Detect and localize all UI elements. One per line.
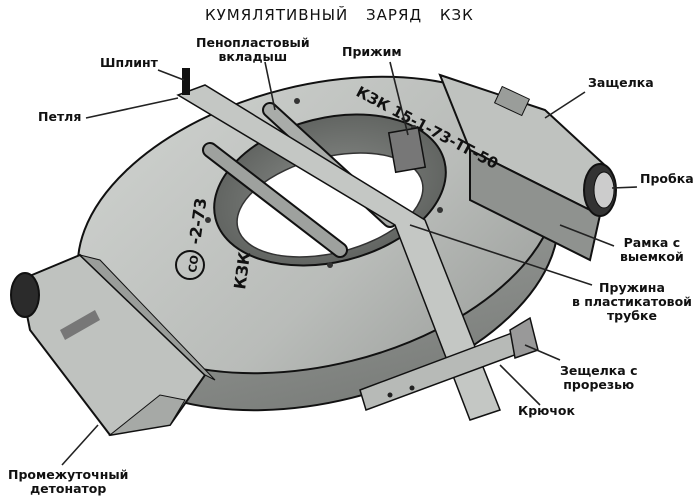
label-ramka: Рамка с выемкой: [620, 236, 684, 264]
label-zashchelka-prorez-line1: Зещелка с: [560, 363, 638, 378]
label-pruzhina-line1: Пружина: [599, 280, 665, 295]
right-box: [438, 73, 617, 262]
marking-ring-left-circle: СО: [186, 254, 201, 273]
label-prizhim: Прижим: [342, 44, 402, 59]
label-ramka-line2: выемкой: [620, 249, 684, 264]
detonator-box: [10, 253, 216, 437]
label-ramka-line1: Рамка с: [623, 235, 681, 250]
strap: [176, 68, 539, 421]
label-zashchelka: Защелка: [588, 75, 654, 90]
label-kryuchok: Крючок: [518, 403, 575, 418]
label-petlya: Петля: [38, 109, 82, 124]
label-penoplast-line1: Пенопластовый: [196, 35, 310, 50]
label-shplint: Шплинт: [100, 55, 158, 70]
leader-lines: [61, 61, 638, 466]
label-pruzhina: Пружина в пластикатовой трубке: [572, 281, 692, 323]
label-detonator-line2: детонатор: [30, 481, 107, 496]
label-penoplast-line2: вкладыш: [218, 49, 288, 64]
label-zashchelka-prorez-line2: прорезью: [563, 377, 635, 392]
label-pruzhina-line2: в пластикатовой: [572, 294, 692, 309]
diagram-title: КУМЯЛЯТИВНЫЙ ЗАРЯД КЗК: [205, 6, 474, 24]
label-detonator: Промежуточный детонатор: [8, 468, 128, 496]
label-penoplast: Пенопластовый вкладыш: [196, 36, 310, 64]
label-zashchelka-prorez: Зещелка с прорезью: [560, 364, 638, 392]
label-pruzhina-line3: трубке: [606, 308, 657, 323]
label-detonator-line1: Промежуточный: [8, 467, 129, 482]
label-probka: Пробка: [640, 171, 694, 186]
